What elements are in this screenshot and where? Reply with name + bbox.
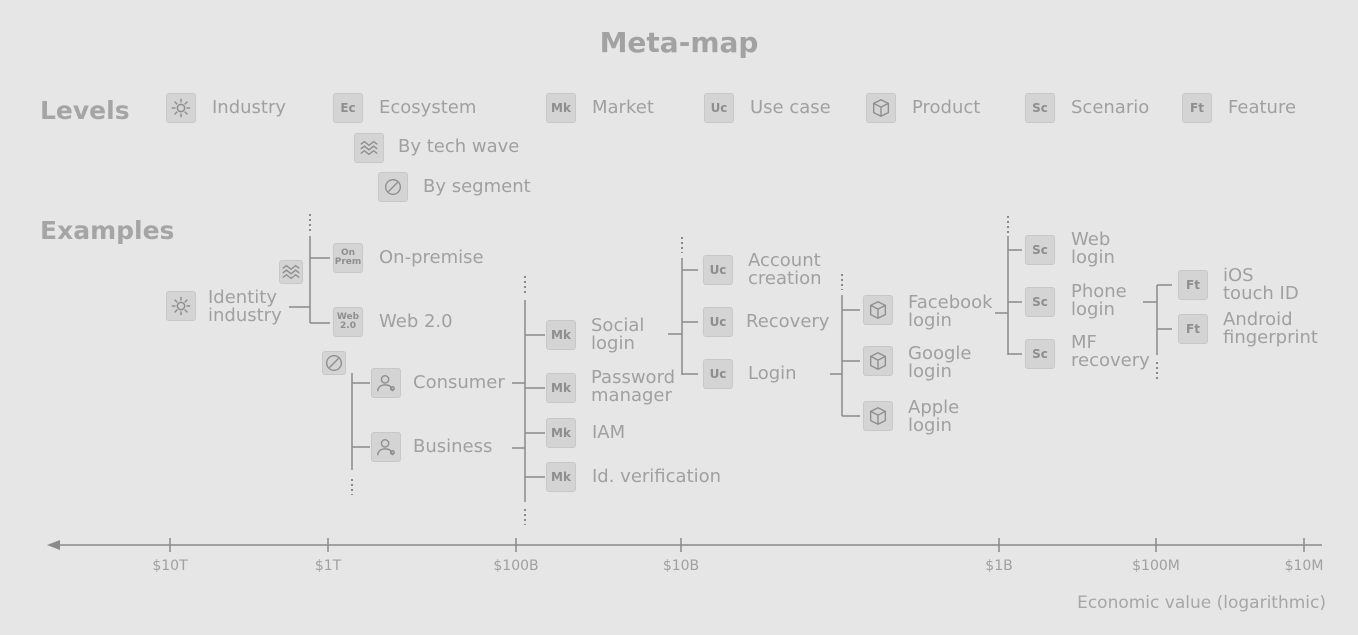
box-icon xyxy=(863,401,893,431)
examples-heading: Examples xyxy=(40,216,175,245)
axis-tick: $10M xyxy=(1284,558,1324,574)
axis-tick: $10T xyxy=(152,558,188,574)
market-badge: Mk xyxy=(546,462,576,492)
axis-tick: $10B xyxy=(662,558,700,574)
level-scenario: Scenario xyxy=(1071,97,1150,118)
feature-badge: Ft xyxy=(1178,270,1208,300)
level-market: Market xyxy=(592,97,654,118)
consumer-person-icon xyxy=(371,368,401,398)
level-ecosystem: Ecosystem xyxy=(379,97,477,118)
scenario-badge: Sc xyxy=(1025,339,1055,369)
axis-tick: $100B xyxy=(493,558,539,574)
scenario-badge: Sc xyxy=(1025,287,1055,317)
use-case-badge: Uc xyxy=(703,307,733,337)
level-product: Product xyxy=(912,97,981,118)
axis-title: Economic value (logarithmic) xyxy=(1077,593,1326,613)
level-by-tech-wave: By tech wave xyxy=(398,136,520,157)
level-by-segment: By segment xyxy=(423,176,531,197)
feature-badge: Ft xyxy=(1182,93,1212,123)
axis-tick: $1B xyxy=(985,558,1013,574)
gear-icon xyxy=(166,291,196,321)
node-consumer: Consumer xyxy=(413,372,505,393)
node-web-2-0: Web 2.0 xyxy=(379,311,453,332)
market-badge: Mk xyxy=(546,418,576,448)
node-login: Login xyxy=(748,363,797,384)
wave-icon xyxy=(279,260,303,284)
node-iam: IAM xyxy=(592,422,626,443)
ecosystem-badge: Ec xyxy=(333,93,363,123)
use-case-badge: Uc xyxy=(703,359,733,389)
level-use-case: Use case xyxy=(750,97,831,118)
box-icon xyxy=(863,346,893,376)
use-case-badge: Uc xyxy=(703,255,733,285)
node-business: Business xyxy=(413,436,493,457)
scenario-badge: Sc xyxy=(1025,93,1055,123)
level-industry: Industry xyxy=(212,97,287,118)
market-badge: Mk xyxy=(546,373,576,403)
levels-heading: Levels xyxy=(40,96,130,125)
segment-icon xyxy=(322,351,346,375)
level-feature: Feature xyxy=(1228,97,1297,118)
axis-tick: $100M xyxy=(1132,558,1180,574)
market-badge: Mk xyxy=(546,320,576,350)
box-icon xyxy=(863,295,893,325)
market-badge: Mk xyxy=(546,93,576,123)
node-recovery: Recovery xyxy=(746,311,830,332)
business-person-icon xyxy=(371,432,401,462)
segment-icon xyxy=(378,172,408,202)
gear-icon xyxy=(166,93,196,123)
node-on-premise: On-premise xyxy=(379,247,484,268)
node-id-verification: Id. verification xyxy=(592,466,722,487)
feature-badge: Ft xyxy=(1178,314,1208,344)
box-icon xyxy=(866,93,896,123)
use-case-badge: Uc xyxy=(704,93,734,123)
wave-icon xyxy=(354,133,384,163)
scenario-badge: Sc xyxy=(1025,235,1055,265)
axis-tick: $1T xyxy=(314,558,342,574)
page-title: Meta-map xyxy=(599,26,759,59)
